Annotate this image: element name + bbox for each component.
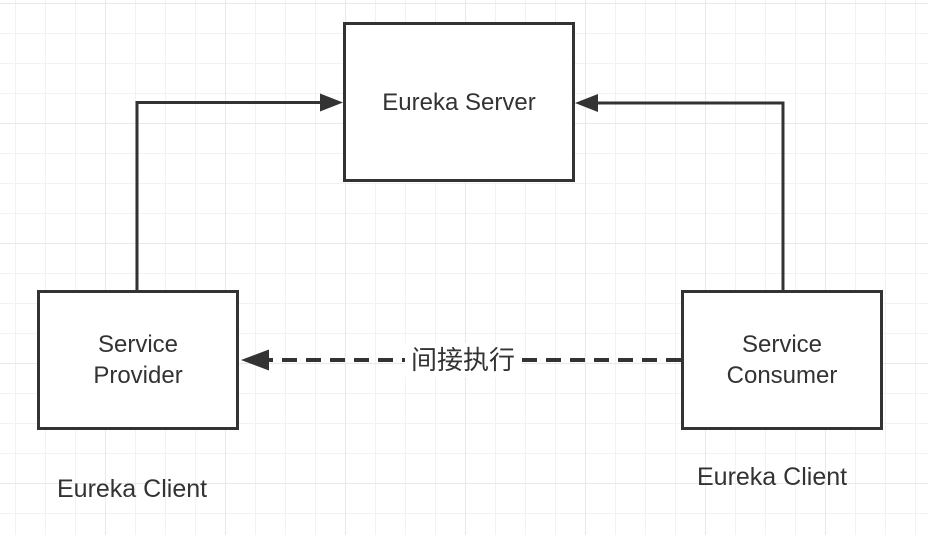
node-eureka-server: Eureka Server <box>343 22 575 182</box>
node-eureka-server-label: Eureka Server <box>382 88 536 116</box>
connector-provider-to-server <box>135 101 322 293</box>
node-service-consumer-label: Service Consumer <box>726 331 838 389</box>
connector-consumer-to-server <box>597 101 785 293</box>
caption-eureka-client-consumer: Eureka Client <box>697 463 848 491</box>
arrowhead-consumer-to-server <box>575 94 598 112</box>
node-service-provider: Service Provider <box>37 290 239 430</box>
arrowhead-provider-to-server <box>320 93 343 112</box>
arrowhead-consumer-to-provider <box>241 349 269 371</box>
caption-eureka-client-provider: Eureka Client <box>57 475 208 503</box>
node-service-consumer: Service Consumer <box>681 290 883 430</box>
edge-label-indirect-execution: 间接执行 <box>404 343 522 377</box>
node-service-provider-label: Service Provider <box>93 331 183 389</box>
